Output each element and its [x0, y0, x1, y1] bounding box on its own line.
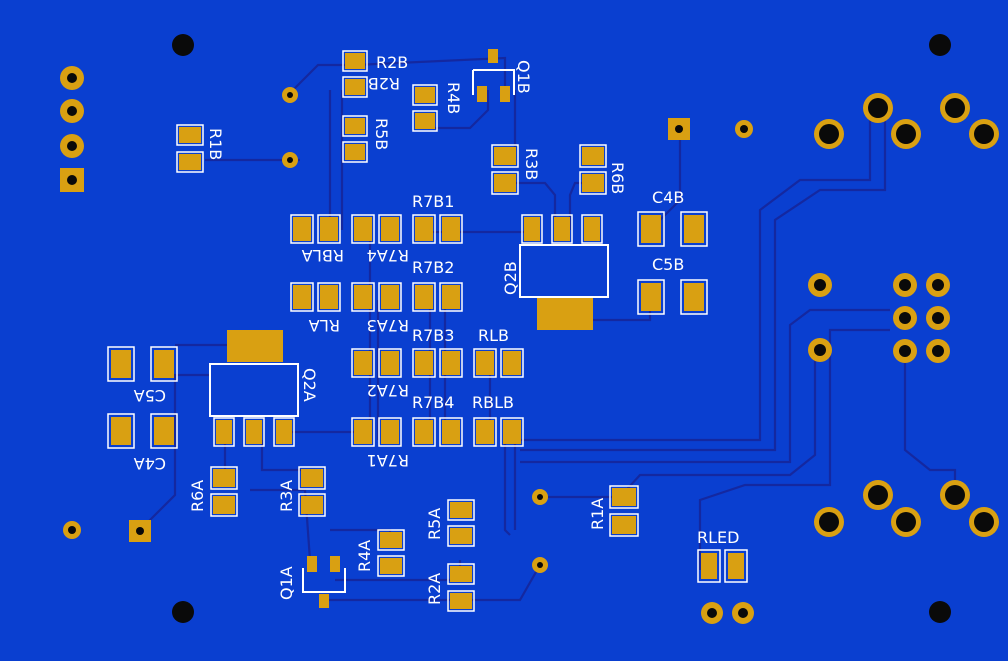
label-c5a: C5A — [134, 386, 166, 405]
label-q1b: Q1B — [514, 60, 533, 94]
label-c4a: C4A — [134, 454, 166, 473]
label-r7a2: R7A2 — [367, 381, 409, 400]
label-q1a: Q1A — [277, 566, 296, 600]
label-r2b-mirror: R2B — [368, 74, 400, 93]
mounting-holes — [172, 34, 951, 623]
label-r7a4: R7A4 — [367, 246, 409, 265]
label-q2a: Q2A — [300, 368, 319, 402]
label-rla: RLA — [309, 316, 340, 335]
label-r6a: R6A — [188, 480, 207, 512]
label-c5b: C5B — [652, 255, 684, 274]
label-r7a1: R7A1 — [367, 451, 409, 470]
label-r7b3: R7B3 — [412, 326, 454, 345]
label-c4b: C4B — [652, 188, 684, 207]
label-r7a3: R7A3 — [367, 316, 409, 335]
label-r1b: R1B — [206, 128, 225, 160]
through-hole-pads — [60, 66, 999, 624]
label-r6b: R6B — [608, 162, 627, 194]
label-r7b1: R7B1 — [412, 192, 454, 211]
smd-footprints — [107, 49, 748, 612]
label-r4b: R4B — [444, 82, 463, 114]
label-rblb: RBLB — [472, 393, 514, 412]
label-rled: RLED — [697, 528, 739, 547]
label-rbla: RBLA — [302, 246, 344, 265]
label-r3a: R3A — [277, 480, 296, 512]
label-r1a: R1A — [588, 498, 607, 530]
label-r2b: R2B — [376, 53, 408, 72]
label-rlb: RLB — [478, 326, 509, 345]
label-r4a: R4A — [355, 540, 374, 572]
label-r3b: R3B — [522, 148, 541, 180]
label-r7b2: R7B2 — [412, 258, 454, 277]
label-r2a: R2A — [425, 573, 444, 605]
silkscreen-labels: Q1B R2B R2B R4B R5B R1B R3B R6B R7B1 C4B… — [134, 53, 740, 605]
label-r5b: R5B — [372, 118, 391, 150]
label-r5a: R5A — [425, 508, 444, 540]
label-r7b4: R7B4 — [412, 393, 454, 412]
traces — [139, 56, 957, 602]
label-q2b: Q2B — [501, 261, 520, 295]
